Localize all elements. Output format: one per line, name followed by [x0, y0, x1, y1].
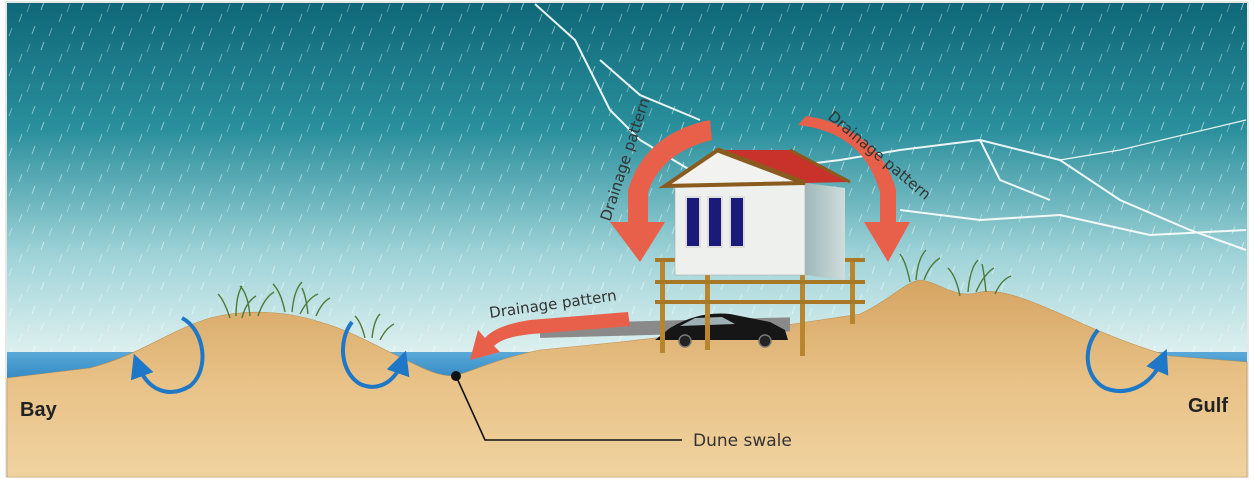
- house-on-stilts-icon: [655, 147, 865, 356]
- drainage-arrow-icon: [470, 116, 910, 360]
- bay-label: Bay: [20, 399, 58, 421]
- dune-grass-icon: [217, 249, 1012, 341]
- dune-swale-label: Dune swale: [693, 431, 792, 451]
- curl-arrow-icon: [130, 316, 1169, 394]
- sand-dunes: [6, 279, 1248, 478]
- gulf-label: Gulf: [1188, 395, 1228, 417]
- dune-swale-leader: [455, 375, 682, 441]
- rain: [7, 3, 1247, 363]
